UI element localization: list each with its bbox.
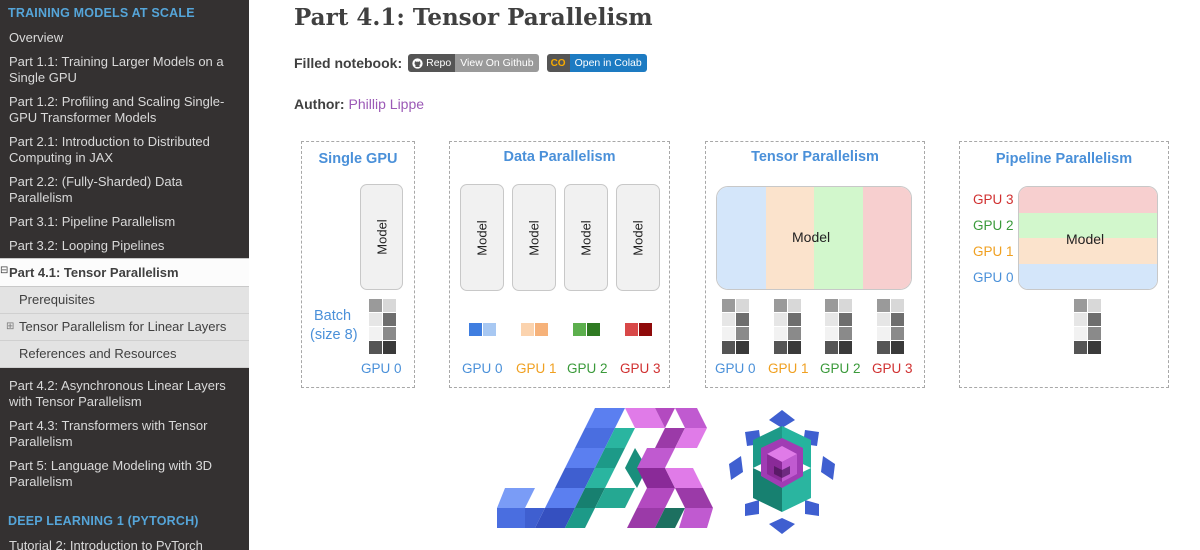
pipeline-model-block [1018, 186, 1158, 290]
model-label: Model [1066, 231, 1105, 247]
tensor-batch-grid-0 [722, 299, 749, 354]
badge-repo-label: Repo [426, 57, 452, 69]
badge-open-colab-label: Open in Colab [569, 54, 647, 72]
gpu-label-1: GPU 1 [973, 244, 1014, 259]
gpu-label-1: GPU 1 [516, 361, 557, 376]
model-label: Model [792, 229, 831, 245]
gpu-label-0: GPU 0 [973, 270, 1014, 285]
data-parallelism-panel: Data Parallelism Model Model Model Model… [449, 141, 670, 388]
sidebar-item-part-4-3[interactable]: Part 4.3: Transformers with Tensor Paral… [9, 418, 208, 449]
model-label: Model [374, 219, 389, 255]
gpu-label-3: GPU 3 [620, 361, 661, 376]
pipeline-batch-grid [1074, 299, 1101, 354]
sidebar-item-part-2-1[interactable]: Part 2.1: Introduction to Distributed Co… [9, 134, 210, 165]
single-model-block: Model [360, 184, 403, 290]
sidebar-section-training: TRAINING MODELS AT SCALE [8, 6, 195, 20]
sidebar-section-deep-learning: DEEP LEARNING 1 (PYTORCH) [8, 514, 199, 528]
gpu-label-2: GPU 2 [567, 361, 608, 376]
tensor-batch-grid-2 [825, 299, 852, 354]
single-gpu-title: Single GPU [318, 151, 398, 167]
data-model-block-1: Model [512, 184, 556, 291]
gpu-label-3: GPU 3 [973, 192, 1014, 207]
sidebar-subitem-references[interactable]: References and Resources [0, 341, 249, 368]
data-batch-gpu0 [469, 323, 496, 336]
colab-icon: CO [546, 54, 570, 72]
sidebar-subitem-linear-layers[interactable]: ⊞ Tensor Parallelism for Linear Layers [0, 314, 249, 341]
colab-badge[interactable]: CO Open in Colab [546, 54, 647, 72]
main-content: Part 4.1: Tensor Parallelism Filled note… [249, 0, 1200, 550]
data-batch-gpu1 [521, 323, 548, 336]
data-batch-gpu2 [573, 323, 600, 336]
jax-logo [497, 408, 713, 528]
batch-grid [369, 299, 396, 354]
github-icon [412, 57, 423, 69]
data-model-block-0: Model [460, 184, 504, 291]
tensor-model-block [716, 186, 912, 290]
tensor-batch-grid-3 [877, 299, 904, 354]
jax-logo-a [565, 428, 647, 528]
tensor-parallelism-panel: Tensor Parallelism Model GPU 0 GPU 1 GPU… [705, 141, 925, 388]
author-link[interactable]: Phillip Lippe [348, 96, 425, 112]
notebook-line: Filled notebook: Repo View On Github CO … [294, 54, 647, 72]
gpu-label: GPU 0 [361, 361, 402, 376]
sidebar-item-current-part-4-1[interactable]: ⊟ Part 4.1: Tensor Parallelism [0, 258, 249, 287]
sidebar-subitem-prerequisites[interactable]: Prerequisites [0, 287, 249, 314]
gpu-label-3: GPU 3 [872, 361, 913, 376]
data-model-block-2: Model [564, 184, 608, 291]
data-parallelism-title: Data Parallelism [503, 149, 616, 165]
gpu-label-1: GPU 1 [768, 361, 809, 376]
github-repo-badge[interactable]: Repo View On Github [408, 54, 539, 72]
sidebar-item-part-5[interactable]: Part 5: Language Modeling with 3D Parall… [9, 458, 213, 489]
sidebar-item-part-1-1[interactable]: Part 1.1: Training Larger Models on a Si… [9, 54, 224, 85]
sidebar-nav: TRAINING MODELS AT SCALE Overview Part 1… [0, 0, 249, 550]
data-model-block-3: Model [616, 184, 660, 291]
badge-view-github-label: View On Github [455, 54, 539, 72]
jax-logo-x [625, 408, 713, 528]
collapse-toggle-icon[interactable]: ⊟ [0, 265, 9, 276]
model-label: Model [578, 219, 594, 256]
sidebar-item-part-3-2[interactable]: Part 3.2: Looping Pipelines [9, 238, 165, 253]
pipeline-parallelism-title: Pipeline Parallelism [995, 151, 1133, 167]
expand-toggle-icon[interactable]: ⊞ [6, 321, 15, 332]
sidebar-item-label: Part 4.1: Tensor Parallelism [9, 265, 179, 280]
notebook-label: Filled notebook: [294, 55, 403, 71]
batch-size-label: (size 8) [310, 327, 358, 343]
batch-label: Batch [314, 308, 352, 324]
sidebar-item-part-2-2[interactable]: Part 2.2: (Fully-Sharded) Data Paralleli… [9, 174, 183, 205]
gpu-label-2: GPU 2 [820, 361, 861, 376]
jax-logo-j [497, 408, 625, 528]
sidebar-item-tutorial-2[interactable]: Tutorial 2: Introduction to PyTorch [9, 538, 203, 550]
model-label: Model [526, 219, 542, 256]
sidebar-item-label: Tensor Parallelism for Linear Layers [19, 319, 227, 334]
sidebar-item-overview[interactable]: Overview [9, 30, 64, 45]
sidebar-item-part-4-2[interactable]: Part 4.2: Asynchronous Linear Layers wit… [9, 378, 226, 409]
author-label: Author: [294, 96, 345, 112]
flax-logo [729, 410, 835, 534]
single-gpu-panel: Single GPU Model Batch (size 8) GPU 0 [301, 141, 415, 388]
tensor-batch-grid-1 [774, 299, 801, 354]
page-title: Part 4.1: Tensor Parallelism [294, 4, 653, 31]
gpu-label-0: GPU 0 [462, 361, 503, 376]
sidebar-item-part-1-2[interactable]: Part 1.2: Profiling and Scaling Single-G… [9, 94, 225, 125]
sidebar-item-part-3-1[interactable]: Part 3.1: Pipeline Parallelism [9, 214, 176, 229]
model-label: Model [474, 219, 490, 256]
pipeline-parallelism-panel: Pipeline Parallelism Model GPU 3 GPU 2 G… [959, 141, 1169, 388]
author-line: Author: Phillip Lippe [294, 96, 424, 112]
gpu-label-2: GPU 2 [973, 218, 1014, 233]
model-label: Model [630, 219, 646, 256]
gpu-label-0: GPU 0 [715, 361, 756, 376]
tensor-parallelism-title: Tensor Parallelism [751, 149, 879, 165]
data-batch-gpu3 [625, 323, 652, 336]
